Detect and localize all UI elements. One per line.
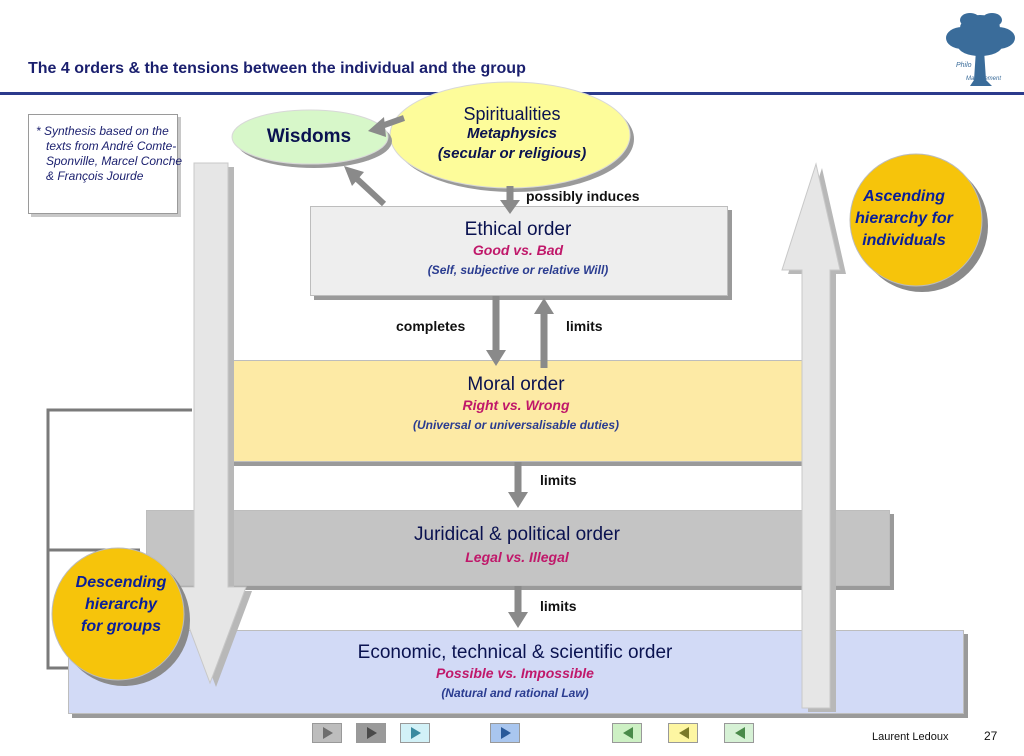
ethical-order-subtitle: Good vs. Bad [472,242,564,258]
economic-order-detail: (Natural and rational Law) [441,686,589,700]
juridical-order-subtitle: Legal vs. Illegal [465,549,569,565]
economic-order-title: Economic, technical & scientific order [357,642,673,663]
nav-back-button-1[interactable] [612,723,642,743]
moral-order-detail: (Universal or universalisable duties) [412,418,620,432]
ascending-line-3: individuals [862,232,946,249]
logo-text-management: Management [966,76,1002,82]
nav-back-button-2[interactable] [668,723,698,743]
nav-next-button[interactable] [400,723,430,743]
play-right-icon [367,727,377,739]
page-title: The 4 orders & the tensions between the … [28,60,526,77]
page-number: 27 [984,729,998,743]
economic-order-label: Economic, technical & scientific order P… [68,643,962,703]
ethical-order-box [310,206,728,296]
spiritualities-metaphysics: Metaphysics [466,125,558,142]
ethical-order-label: Ethical order Good vs. Bad (Self, subjec… [310,220,726,280]
nav-first-button[interactable] [312,723,342,743]
moral-order-subtitle: Right vs. Wrong [462,397,570,413]
play-left-icon [679,727,689,739]
ascending-line-2: hierarchy for [855,210,953,227]
moral-order-label: Moral order Right vs. Wrong (Universal o… [230,375,802,435]
footnote: * Synthesis based on the texts from Andr… [36,124,183,183]
nav-last-button[interactable] [490,723,520,743]
descending-line-3: for groups [81,618,161,635]
limits-label-juridical: limits [540,598,577,614]
nav-back-button-3[interactable] [724,723,754,743]
descending-line-2: hierarchy [84,596,158,613]
footer-author: Laurent Ledoux [872,731,949,743]
ascending-line-1: Ascending [863,188,945,205]
economic-order-subtitle: Possible vs. Impossible [436,665,594,681]
descending-hierarchy-label: Descending hierarchy for groups [36,572,206,638]
play-right-icon [411,727,421,739]
philo-management-logo [946,13,1015,86]
juridical-order-label: Juridical & political order Legal vs. Il… [146,524,888,568]
wisdoms-label: Wisdoms [266,126,352,147]
ascending-arrow [781,162,846,712]
completes-label: completes [396,318,466,334]
play-right-icon [323,727,333,739]
limits-label-ethical: limits [566,318,603,334]
play-left-icon [735,727,745,739]
ethical-order-detail: (Self, subjective or relative Will) [427,263,609,277]
possibly-induces-label: possibly induces [526,188,640,204]
descending-arrow [180,162,252,687]
footnote-box [28,114,178,214]
spiritualities-label: Spiritualities Metaphysics (secular or r… [390,104,634,164]
play-right-icon [501,727,511,739]
ethical-order-title: Ethical order [464,219,572,240]
play-left-icon [623,727,633,739]
juridical-order-box [146,510,890,586]
juridical-order-title: Juridical & political order [414,524,620,545]
nav-previous-button[interactable] [356,723,386,743]
spiritualities-secular: (secular or religious) [437,145,587,162]
descending-line-1: Descending [75,574,167,591]
limits-label-moral: limits [540,472,577,488]
logo-text-philo: Philo [956,62,972,69]
moral-order-title: Moral order [467,374,565,395]
spiritualities-title: Spiritualities [463,104,561,124]
ascending-hierarchy-label: Ascending hierarchy for individuals [826,186,982,252]
